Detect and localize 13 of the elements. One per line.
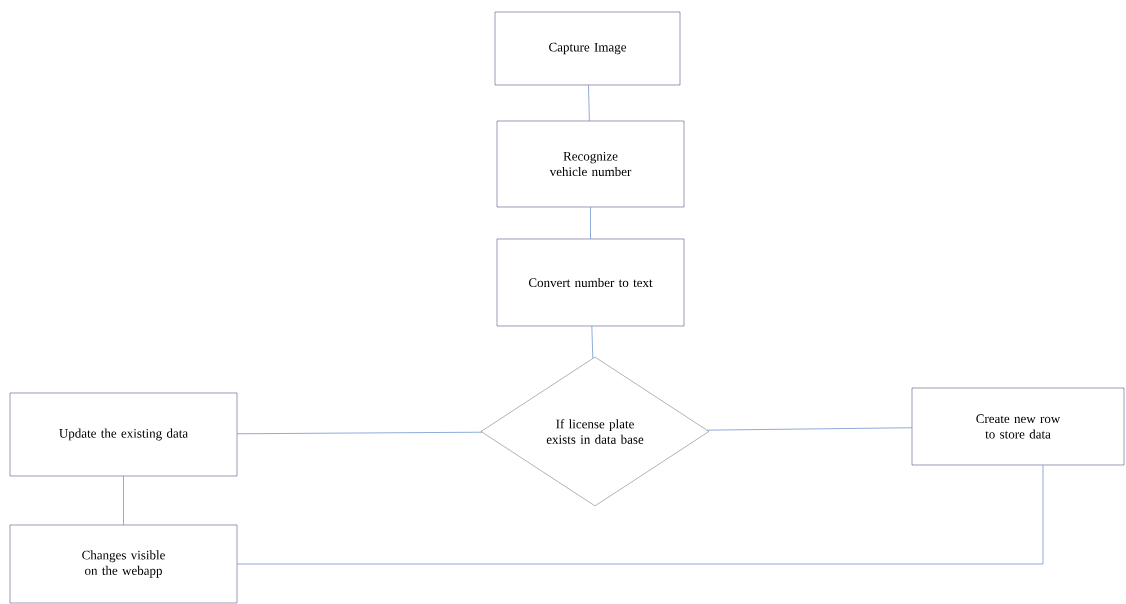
connector-line bbox=[591, 325, 594, 359]
connector-line bbox=[123, 475, 124, 526]
connector-line bbox=[236, 464, 1044, 565]
process-box: Create new row to store data bbox=[911, 387, 1125, 466]
connector-line bbox=[706, 427, 913, 431]
connector-line bbox=[588, 84, 590, 122]
process-box: Capture Image bbox=[494, 11, 681, 86]
connector-line bbox=[236, 431, 483, 435]
connector-line bbox=[590, 206, 591, 240]
process-box: Update the existing data bbox=[9, 392, 238, 477]
process-box: Changes visible on the webapp bbox=[9, 524, 238, 604]
process-box: Convert number to text bbox=[496, 238, 685, 327]
process-box: Recognize vehicle number bbox=[496, 120, 685, 208]
